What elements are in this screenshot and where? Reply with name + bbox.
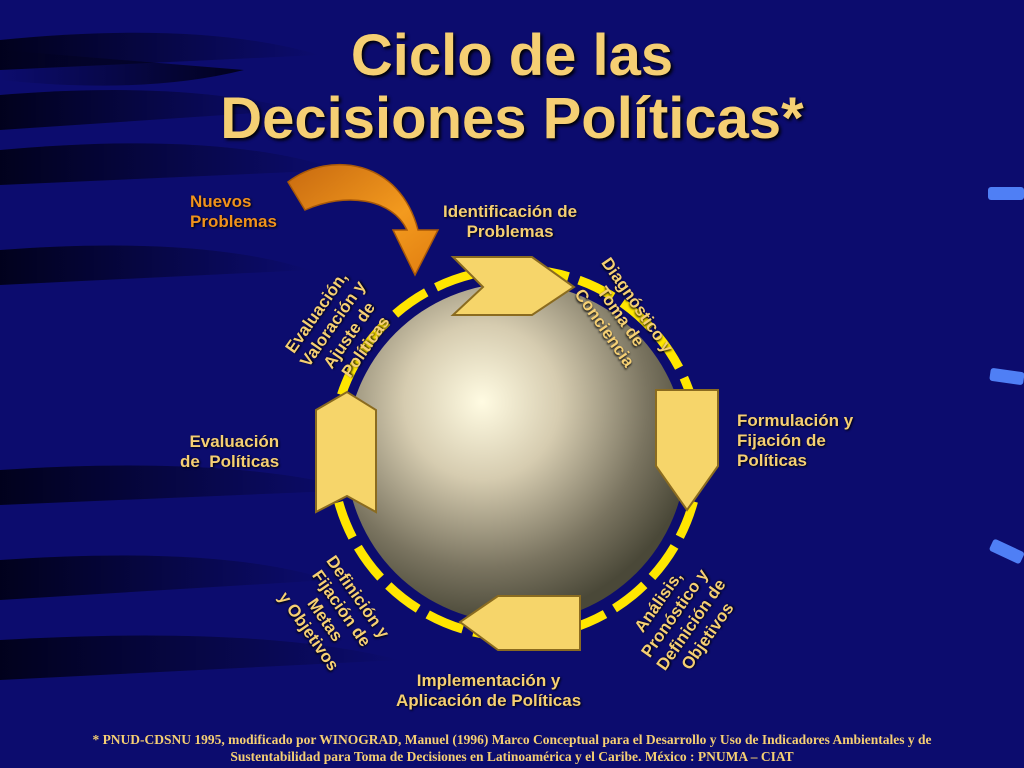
arrow-left [315,390,377,514]
label-formulacion: Formulación y Fijación de Políticas [737,411,854,470]
footnote: * PNUD-CDSNU 1995, modificado por WINOGR… [40,731,984,765]
label-nuevos-problemas: Nuevos Problemas [190,192,277,231]
background-streaks [0,32,400,680]
arrow-right [655,389,719,512]
edge-tabs [988,187,1024,564]
page-title-line2: Decisiones Políticas* [220,86,804,151]
footnote-line2: Sustentabilidad para Toma de Decisiones … [230,749,794,764]
curved-arrow-nuevos-problemas [287,163,440,277]
page-title-line1: Ciclo de las [350,23,674,88]
central-sphere [346,283,686,623]
footnote-line1: * PNUD-CDSNU 1995, modificado por WINOGR… [92,732,932,747]
label-identificacion: Identificación de Problemas [443,202,578,241]
label-implementacion: Implementación y Aplicación de Políticas [396,671,582,710]
label-evaluacion: Evaluación de Políticas [180,432,280,471]
arrow-bottom [458,595,581,651]
arrow-top [450,256,576,316]
